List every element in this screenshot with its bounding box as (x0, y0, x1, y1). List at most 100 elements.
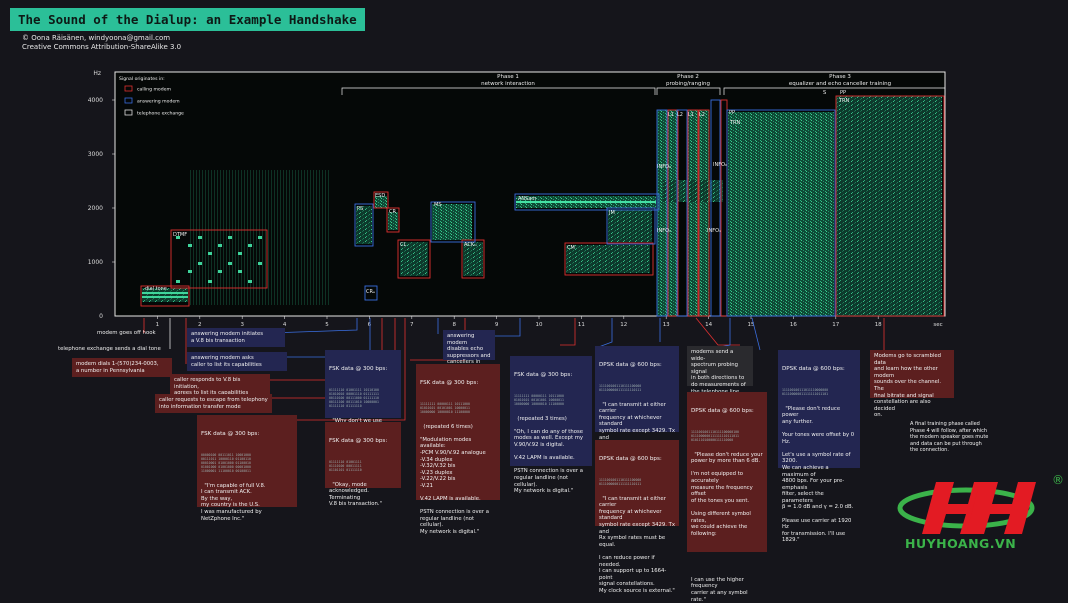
credit-author: © Oona Räisänen, windyoona@gmail.com (22, 34, 171, 42)
label-l2-a: L2 (677, 112, 683, 118)
label-pp-a: PP (729, 110, 735, 116)
label-cl: CL (400, 242, 406, 248)
label-ack: ACKₘ (464, 242, 477, 248)
note-asks: answering modem asks caller to list its … (187, 352, 287, 372)
y-tick-1000: 1000 (88, 259, 103, 266)
label-info0-a: INFO₀ (657, 164, 671, 170)
phase3-signal (728, 112, 834, 316)
phase2-name: Phase 2 (677, 74, 699, 80)
phase1-bracket (341, 87, 656, 95)
legend-swatch-exchange (124, 109, 133, 116)
label-l2-b: L2 (699, 112, 705, 118)
y-tick-3000: 3000 (88, 151, 103, 158)
x-tick-12: 12 (620, 322, 627, 328)
note-dials: modem dials 1-(570)234-0003, a number in… (72, 358, 172, 378)
fsk5-header: FSK data @ 300 bps: (514, 372, 573, 379)
fsk2-header: FSK data @ 300 bps: (329, 366, 388, 373)
label-ms: MS (434, 202, 442, 208)
phase2-bracket (656, 87, 721, 95)
y-tick-4000: 4000 (88, 97, 103, 104)
legend-answering: answering modem (137, 99, 180, 105)
note-fsk4: FSK data @ 300 bps: 11111111 00000111 10… (416, 364, 500, 535)
x-unit: sec (933, 322, 942, 328)
note-scrambled: Modems go to scrambled data and learn ho… (870, 350, 954, 418)
fsk1-header: FSK data @ 300 bps: (201, 431, 260, 438)
note-dpsk3: DPSK data @ 600 bps: 1111001001110111100… (687, 392, 767, 603)
x-tick-4: 4 (283, 322, 287, 328)
label-trn-a: TRN (729, 120, 741, 126)
x-tick-15: 15 (748, 322, 755, 328)
note-offhook: modem goes off hook (97, 330, 156, 336)
x-tick-8: 8 (452, 322, 456, 328)
note-disables: answering modem disables echo suppressor… (443, 330, 495, 372)
x-tick-14: 14 (705, 322, 712, 328)
label-info0-b: INFO₀ (713, 162, 727, 168)
label-esd: ESD (375, 193, 385, 199)
y-tick-2000: 2000 (88, 205, 103, 212)
x-tick-3: 3 (240, 322, 244, 328)
x-tick-10: 10 (536, 322, 543, 328)
label-trn: TRN (838, 98, 850, 104)
label-ansam: ANSam (518, 196, 536, 202)
x-tick-2: 2 (198, 322, 202, 328)
legend-swatch-calling (124, 85, 133, 92)
dpsk3-body: "Please don't reduce your power by more … (691, 451, 763, 603)
registered-mark: ® (1052, 473, 1064, 487)
note-fsk2: FSK data @ 300 bps: 01111110 01001111 10… (325, 350, 401, 430)
dial-tone-signal (142, 288, 188, 302)
x-tick-11: 11 (578, 322, 585, 328)
label-l1-a: L1 (668, 112, 674, 118)
label-cre: CRₑ (366, 289, 375, 295)
credits: © Oona Räisänen, windyoona@gmail.com Cre… (22, 34, 181, 52)
note-dpsk2: DPSK data @ 600 bps: 1111001001110111100… (595, 440, 679, 594)
logo-text: HUYHOANG.VN (905, 536, 1017, 551)
legend-title: Signal originates in: (119, 76, 165, 82)
x-tick-1: 1 (156, 322, 160, 328)
dpsk2-header: DPSK data @ 600 bps: (599, 456, 662, 463)
legend-exchange: telephone exchange (137, 111, 184, 117)
x-tick-18: 18 (875, 322, 882, 328)
label-dial-tone: dial tone (145, 286, 167, 292)
phase1-desc: network interaction (481, 81, 535, 87)
label-info1-a: INFO₁ (657, 228, 671, 234)
label-dtmf: DTMF (173, 232, 187, 238)
note-fsk1: FSK data @ 300 bps: 00000100 00111011 10… (197, 415, 297, 522)
fsk3-header: FSK data @ 300 bps: (329, 438, 388, 445)
phase3-desc: equalizer and echo canceller training (789, 81, 891, 87)
credit-license: Creative Commons Attribution-ShareAlike … (22, 43, 182, 51)
note-dpsk1: DPSK data @ 600 bps: 1111001001110111100… (595, 346, 679, 500)
dpsk4-body: "Please don't reduce power any further. … (782, 405, 855, 544)
phase3-name: Phase 3 (829, 74, 851, 80)
fsk3-body: "Okay, mode acknowledged. Terminating V.… (329, 481, 382, 508)
phase3-bracket (723, 87, 946, 95)
x-tick-13: 13 (663, 322, 670, 328)
x-tick-16: 16 (790, 322, 797, 328)
spectrogram-signals (142, 96, 942, 316)
note-final: A final training phase called Phase 4 wi… (910, 421, 989, 454)
note-dialtone: telephone exchange sends a dial tone (58, 346, 161, 352)
y-unit: Hz (93, 70, 101, 77)
x-tick-7: 7 (410, 322, 414, 328)
legend-calling: calling modem (137, 87, 171, 93)
fsk1-body: "I'm capable of full V.8. I can transmit… (201, 482, 266, 522)
fsk5-body: (repeated 3 times) "Oh, I can do any of … (514, 415, 584, 495)
legend: Signal originates in: calling modem answ… (119, 76, 184, 117)
huyhoang-logo: ® (897, 473, 1064, 534)
dpsk2-body: "I can transmit at either carrier freque… (599, 495, 675, 594)
note-probing: modems send a wide- spectrum probing sig… (687, 346, 753, 395)
label-l1-b: L1 (688, 112, 694, 118)
dtmf-signal (176, 236, 262, 283)
dpsk4-header: DPSK data @ 600 bps: (782, 366, 845, 373)
phase2-desc: probing/ranging (666, 81, 710, 87)
legend-swatch-answering (124, 97, 133, 104)
page-title: The Sound of the Dialup: an Example Hand… (10, 8, 365, 31)
fsk4-body: (repeated 6 times) "Modulation modes ava… (420, 423, 489, 536)
phase1-name: Phase 1 (497, 74, 519, 80)
